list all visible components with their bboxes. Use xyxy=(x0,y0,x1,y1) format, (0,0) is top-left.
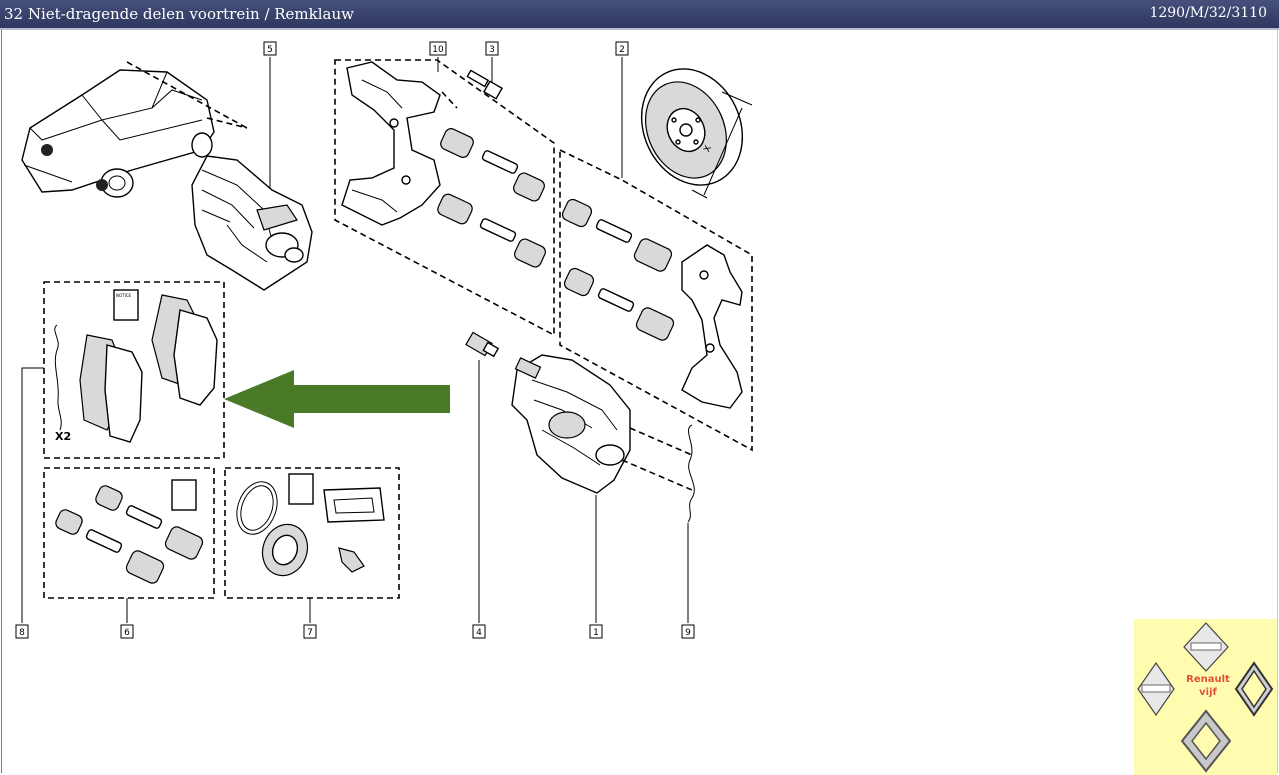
guide-pin-set-upper xyxy=(437,128,546,268)
brake-caliper xyxy=(511,354,631,494)
callout-5[interactable]: 5 xyxy=(263,41,277,56)
logo-text-vijf: vijf xyxy=(1199,687,1217,698)
bleed-screw xyxy=(465,331,500,358)
callout-6[interactable]: 6 xyxy=(120,624,134,639)
seal-kit-outline xyxy=(224,467,400,599)
callout-8-label: 8 xyxy=(19,628,25,638)
seal-kit xyxy=(236,473,385,577)
callout-9-label: 9 xyxy=(685,628,691,638)
callout-1-label: 1 xyxy=(593,628,599,638)
notice-leaflet-label: NOTICE xyxy=(116,293,132,298)
callout-7[interactable]: 7 xyxy=(303,624,317,639)
front-wheel-marker xyxy=(41,144,53,156)
callout-2-label: 2 xyxy=(619,45,625,55)
caliper-assembly xyxy=(191,155,313,291)
carrier-kit-outline xyxy=(334,59,555,337)
callout-4-label: 4 xyxy=(476,628,482,638)
notice-leaflet xyxy=(113,289,139,321)
callout-6-label: 6 xyxy=(124,628,130,638)
diagram-reference-code: 1290/M/32/3110 xyxy=(1149,5,1267,21)
brake-pad-set: NOTICE X2 xyxy=(54,289,218,443)
exploded-parts-diagram: X NOTICE X2 xyxy=(15,41,753,639)
callout-1[interactable]: 1 xyxy=(589,624,603,639)
callout-7-label: 7 xyxy=(307,628,313,638)
callout-3[interactable]: 3 xyxy=(485,41,499,56)
guide-pin-set-lower xyxy=(561,198,675,341)
callout-2[interactable]: 2 xyxy=(615,41,629,56)
carrier-kit-outline-right xyxy=(559,148,753,452)
caliper-carrier-bracket-right xyxy=(681,244,743,409)
logo-text-renault: Renault xyxy=(1186,674,1230,685)
callout-3-label: 3 xyxy=(489,45,495,55)
callout-8[interactable]: 8 xyxy=(15,624,29,639)
guide-pin-kit-outline xyxy=(43,467,215,599)
callout-4[interactable]: 4 xyxy=(472,624,486,639)
callout-10[interactable]: 10 xyxy=(429,41,447,56)
title-bar: 32 Niet-dragende delen voortrein / Remkl… xyxy=(0,0,1279,30)
pad-wear-sensor xyxy=(687,424,695,523)
diagram-title: 32 Niet-dragende delen voortrein / Remkl… xyxy=(4,5,354,23)
callout-10-label: 10 xyxy=(432,45,444,55)
brake-pad-set-outline xyxy=(43,281,225,459)
caliper-carrier-bracket xyxy=(341,61,441,226)
renault-diamond-icons xyxy=(1137,622,1274,773)
diagram-frame: X NOTICE X2 xyxy=(1,30,1278,773)
svg-text:X: X xyxy=(702,144,714,154)
highlight-arrow xyxy=(224,370,450,428)
caliper-bolt xyxy=(466,69,504,100)
callout-9[interactable]: 9 xyxy=(681,624,695,639)
pad-quantity-label: X2 xyxy=(55,430,71,443)
guide-pin-kit xyxy=(55,479,204,584)
car-illustration xyxy=(21,61,248,198)
callout-5-label: 5 xyxy=(267,45,273,55)
brake-disc: X xyxy=(640,68,753,199)
